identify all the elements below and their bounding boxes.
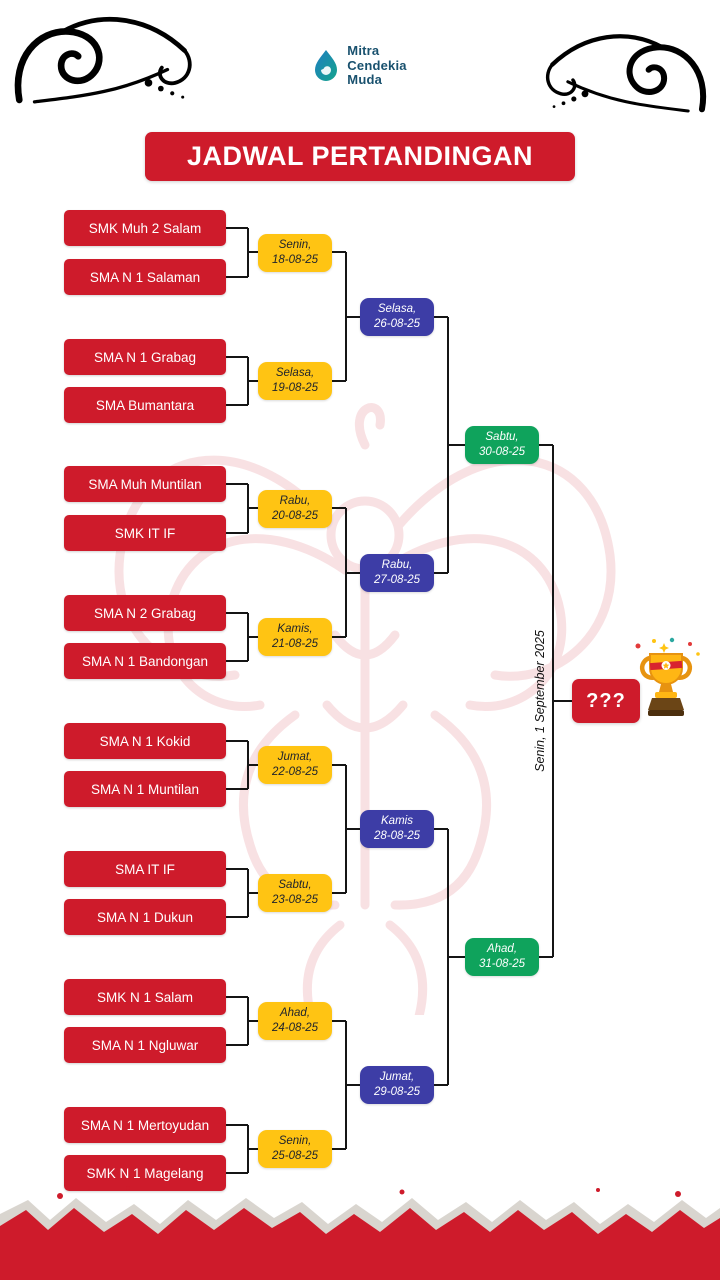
match-date: 28-08-25 xyxy=(373,830,421,842)
team-box: SMK N 1 Magelang xyxy=(64,1155,226,1191)
match-day: Ahad, xyxy=(486,943,518,956)
match-day: Senin, xyxy=(278,239,312,252)
corner-flourish-right xyxy=(545,34,707,113)
match-day: Sabtu, xyxy=(278,879,312,892)
match-day: Kamis, xyxy=(277,623,313,636)
match-date-badge: Rabu, 27-08-25 xyxy=(360,554,434,592)
match-date: 24-08-25 xyxy=(271,1022,319,1034)
match-date: 22-08-25 xyxy=(271,766,319,778)
match-day: Rabu, xyxy=(381,559,413,572)
match-date-badge: Selasa, 19-08-25 xyxy=(258,362,332,400)
match-day: Selasa, xyxy=(275,367,315,380)
match-date: 18-08-25 xyxy=(271,254,319,266)
logo-line-2: Cendekia xyxy=(347,57,407,73)
match-date: 19-08-25 xyxy=(271,382,319,394)
match-date-badge: Jumat, 22-08-25 xyxy=(258,746,332,784)
match-date: 31-08-25 xyxy=(478,958,526,970)
team-box: SMA N 1 Bandongan xyxy=(64,643,226,679)
match-day: Sabtu, xyxy=(485,431,519,444)
match-date: 30-08-25 xyxy=(478,446,526,458)
team-box: SMA N 1 Mertoyudan xyxy=(64,1107,226,1143)
logo-line-1: Mitra xyxy=(347,43,380,58)
final-date-label: Senin, 1 September 2025 xyxy=(533,630,547,772)
match-date: 25-08-25 xyxy=(271,1150,319,1162)
team-box: SMA N 1 Muntilan xyxy=(64,771,226,807)
match-date-badge: Sabtu, 30-08-25 xyxy=(465,426,539,464)
match-day: Rabu, xyxy=(279,495,311,508)
match-day: Senin, xyxy=(278,1135,312,1148)
champion-placeholder: ??? xyxy=(572,679,640,723)
team-box: SMA Muh Muntilan xyxy=(64,466,226,502)
match-day: Ahad, xyxy=(279,1007,311,1020)
trophy-icon xyxy=(635,637,700,716)
match-date-badge: Jumat, 29-08-25 xyxy=(360,1066,434,1104)
team-box: SMA N 1 Kokid xyxy=(64,723,226,759)
corner-flourish-left xyxy=(14,17,192,104)
torn-paper-edge xyxy=(0,1186,720,1280)
match-date: 21-08-25 xyxy=(271,638,319,650)
team-box: SMK N 1 Salam xyxy=(64,979,226,1015)
match-date-badge: Senin, 25-08-25 xyxy=(258,1130,332,1168)
team-box: SMA N 2 Grabag xyxy=(64,595,226,631)
match-date: 26-08-25 xyxy=(373,318,421,330)
match-date-badge: Sabtu, 23-08-25 xyxy=(258,874,332,912)
team-box: SMK Muh 2 Salam xyxy=(64,210,226,246)
match-date-badge: Kamis 28-08-25 xyxy=(360,810,434,848)
team-box: SMA Bumantara xyxy=(64,387,226,423)
logo-drop-icon xyxy=(315,49,338,81)
team-box: SMA N 1 Ngluwar xyxy=(64,1027,226,1063)
team-box: SMA N 1 Salaman xyxy=(64,259,226,295)
match-date-badge: Rabu, 20-08-25 xyxy=(258,490,332,528)
team-box: SMK IT IF xyxy=(64,515,226,551)
match-day: Kamis xyxy=(381,815,413,828)
match-date-badge: Ahad, 24-08-25 xyxy=(258,1002,332,1040)
team-box: SMA N 1 Grabag xyxy=(64,339,226,375)
match-date: 29-08-25 xyxy=(373,1086,421,1098)
match-date: 27-08-25 xyxy=(373,574,421,586)
match-date-badge: Selasa, 26-08-25 xyxy=(360,298,434,336)
team-box: SMA IT IF xyxy=(64,851,226,887)
match-day: Jumat, xyxy=(379,1071,415,1084)
match-date-badge: Kamis, 21-08-25 xyxy=(258,618,332,656)
match-day: Jumat, xyxy=(277,751,313,764)
match-date-badge: Senin, 18-08-25 xyxy=(258,234,332,272)
logo: Mitra Cendekia Muda xyxy=(0,43,720,88)
logo-line-3: Muda xyxy=(347,72,383,88)
logo-text: Mitra Cendekia Muda xyxy=(347,43,407,88)
match-day: Selasa, xyxy=(377,303,417,316)
team-box: SMA N 1 Dukun xyxy=(64,899,226,935)
match-date: 23-08-25 xyxy=(271,894,319,906)
page-title: JADWAL PERTANDINGAN xyxy=(145,132,575,181)
match-date: 20-08-25 xyxy=(271,510,319,522)
match-date-badge: Ahad, 31-08-25 xyxy=(465,938,539,976)
